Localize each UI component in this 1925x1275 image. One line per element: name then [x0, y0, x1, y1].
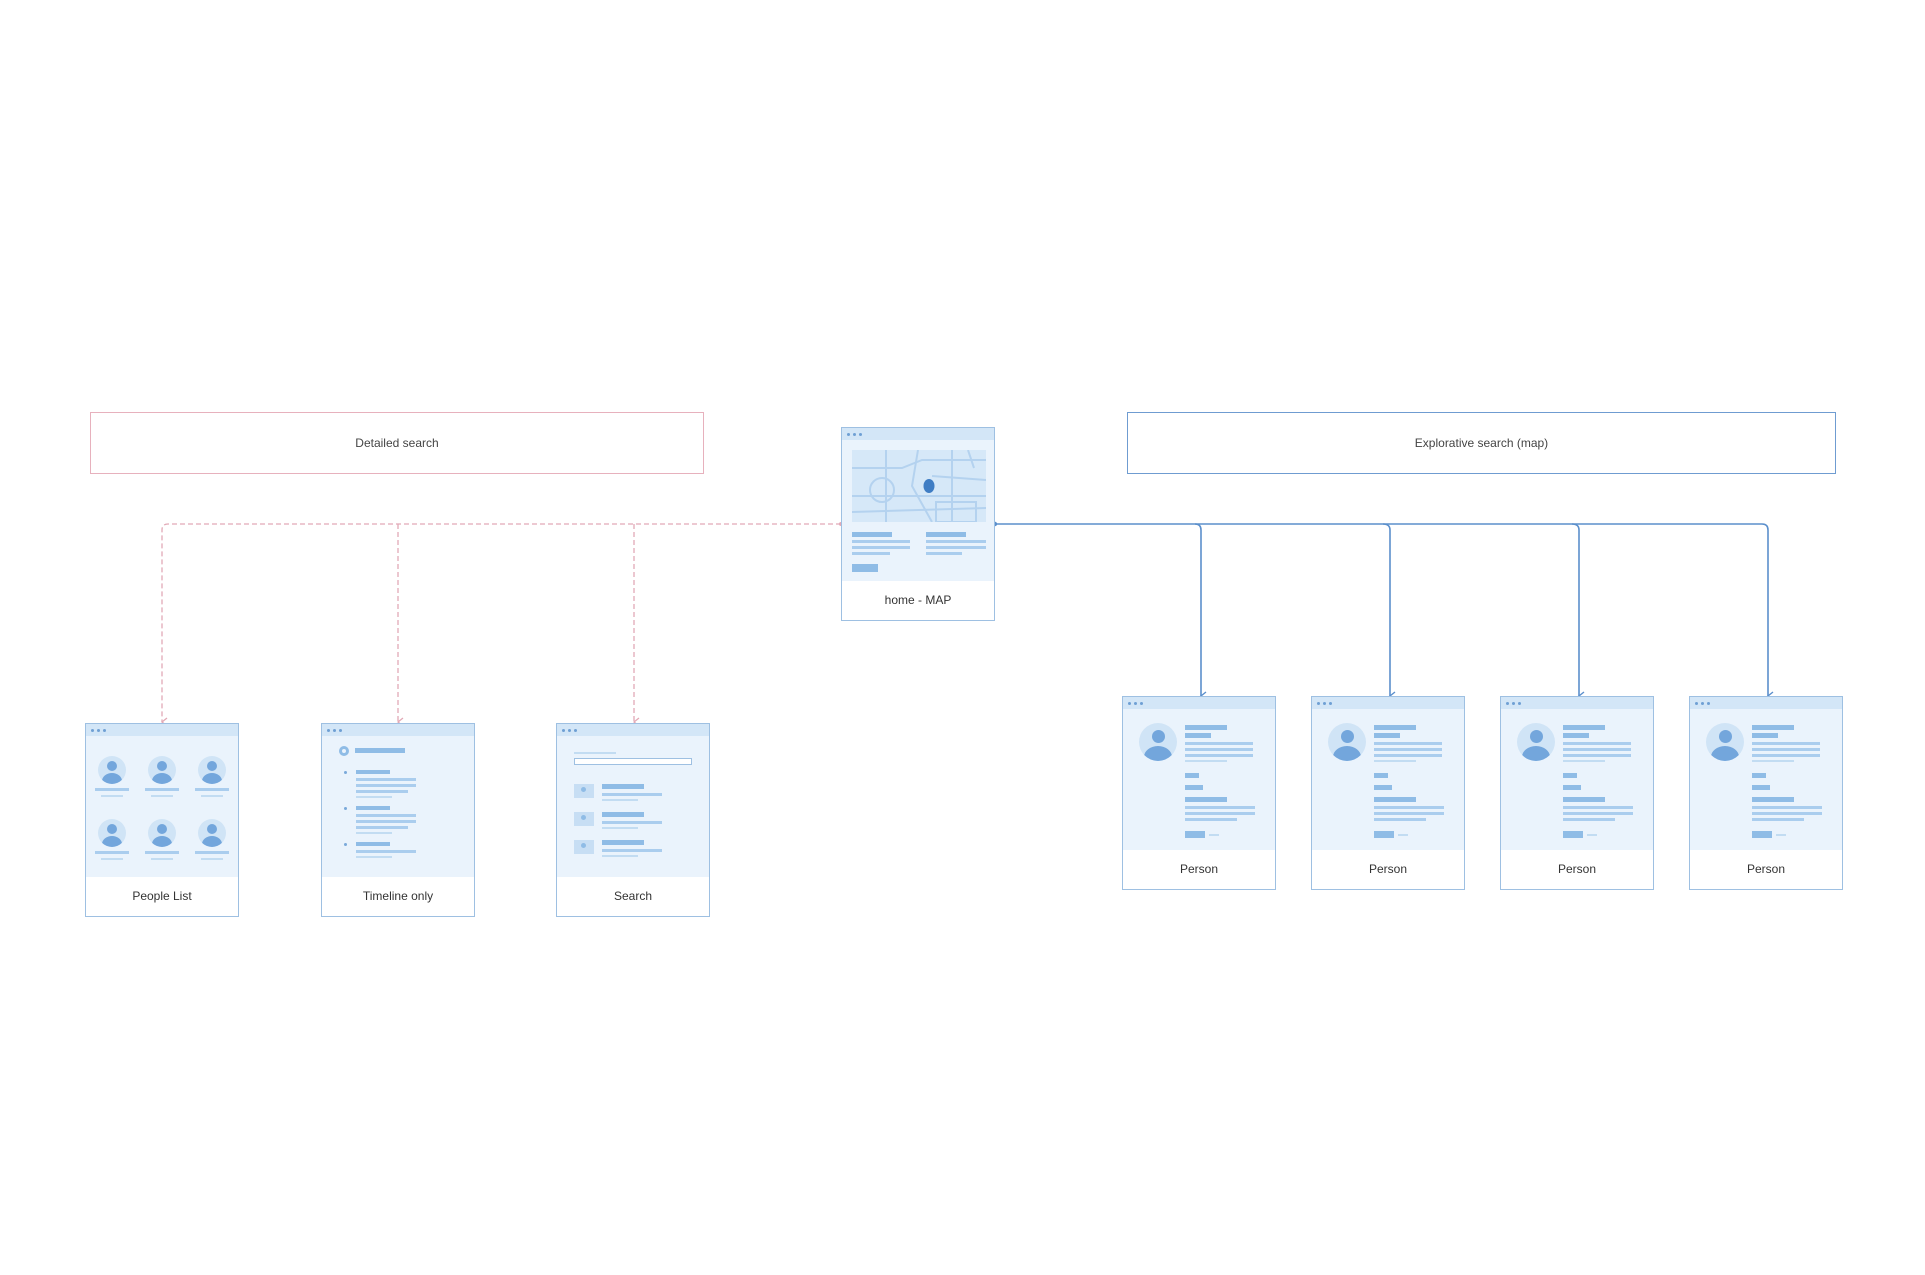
connector-to-person-4	[1572, 523, 1774, 701]
window-chrome	[557, 724, 709, 736]
window-chrome	[1312, 697, 1464, 709]
connector-to-person-3	[1383, 523, 1585, 701]
map-roads-icon	[852, 450, 986, 522]
page-card-person[interactable]: Person	[1500, 696, 1654, 890]
page-card-timeline-only[interactable]: Timeline only	[321, 723, 475, 917]
page-card-people-list[interactable]: People List	[85, 723, 239, 917]
window-chrome	[842, 428, 994, 440]
window-chrome	[86, 724, 238, 736]
page-card-person[interactable]: Person	[1689, 696, 1843, 890]
page-label-person: Person	[1368, 862, 1408, 876]
timeline-dot	[344, 843, 347, 846]
search-field-thumbnail	[574, 758, 692, 765]
explorative-search-label: Explorative search (map)	[1414, 436, 1549, 450]
page-thumbnail	[1501, 709, 1653, 850]
explorative-search-group[interactable]: Explorative search (map)	[1127, 412, 1836, 474]
avatar-icon	[1706, 723, 1744, 761]
avatar-icon	[1328, 723, 1366, 761]
window-chrome	[1690, 697, 1842, 709]
page-label-person: Person	[1179, 862, 1219, 876]
page-card-person[interactable]: Person	[1311, 696, 1465, 890]
page-label-person: Person	[1557, 862, 1597, 876]
detailed-search-connectors	[160, 523, 841, 727]
page-card-search[interactable]: Search	[556, 723, 710, 917]
page-card-home-map[interactable]: home - MAP	[841, 427, 995, 621]
connector-to-person-1	[995, 523, 1207, 701]
window-chrome	[322, 724, 474, 736]
image-icon	[574, 812, 594, 826]
avatar-icon	[198, 756, 226, 784]
avatar-icon	[1139, 723, 1177, 761]
page-thumbnail	[842, 440, 994, 581]
detailed-search-label: Detailed search	[355, 436, 439, 450]
avatar-icon	[148, 819, 176, 847]
page-label-timeline-only: Timeline only	[362, 889, 434, 903]
explorative-search-connectors	[995, 523, 1774, 701]
timeline-dot	[344, 771, 347, 774]
page-thumbnail	[1312, 709, 1464, 850]
page-thumbnail	[1690, 709, 1842, 850]
avatar-icon	[148, 756, 176, 784]
image-icon	[574, 784, 594, 798]
avatar-icon	[98, 819, 126, 847]
page-card-person[interactable]: Person	[1122, 696, 1276, 890]
location-pin-icon	[923, 479, 935, 493]
detailed-search-group[interactable]: Detailed search	[90, 412, 704, 474]
map-thumbnail	[852, 450, 986, 522]
page-label-people-list: People List	[132, 889, 192, 903]
page-thumbnail	[1123, 709, 1275, 850]
window-chrome	[1123, 697, 1275, 709]
avatar-icon	[98, 756, 126, 784]
image-icon	[574, 840, 594, 854]
page-label-search: Search	[613, 889, 653, 903]
connector-to-person-2	[1195, 523, 1396, 701]
avatar-icon	[198, 819, 226, 847]
avatar-icon	[1517, 723, 1555, 761]
page-thumbnail	[557, 736, 709, 877]
page-thumbnail	[322, 736, 474, 877]
window-chrome	[1501, 697, 1653, 709]
connector-to-people-list	[160, 523, 841, 727]
page-label-home-map: home - MAP	[884, 593, 952, 607]
timeline-header-icon	[339, 746, 349, 756]
page-label-person: Person	[1746, 862, 1786, 876]
page-thumbnail	[86, 736, 238, 877]
timeline-dot	[344, 807, 347, 810]
